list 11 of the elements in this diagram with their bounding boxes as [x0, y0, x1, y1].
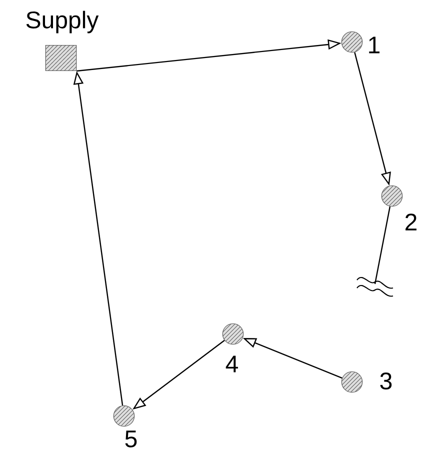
node-label: 2	[406, 214, 416, 230]
junction-circle	[381, 185, 403, 207]
junction-circle	[341, 371, 363, 393]
node-label: 3	[380, 372, 392, 390]
node-label: 1	[369, 36, 380, 54]
node-label: 4	[226, 356, 238, 372]
junction-circle	[113, 405, 135, 427]
node-label: 5	[125, 430, 137, 448]
junction-circle	[341, 31, 363, 53]
node-label: Supply	[26, 10, 99, 34]
junction-circle	[222, 323, 244, 345]
